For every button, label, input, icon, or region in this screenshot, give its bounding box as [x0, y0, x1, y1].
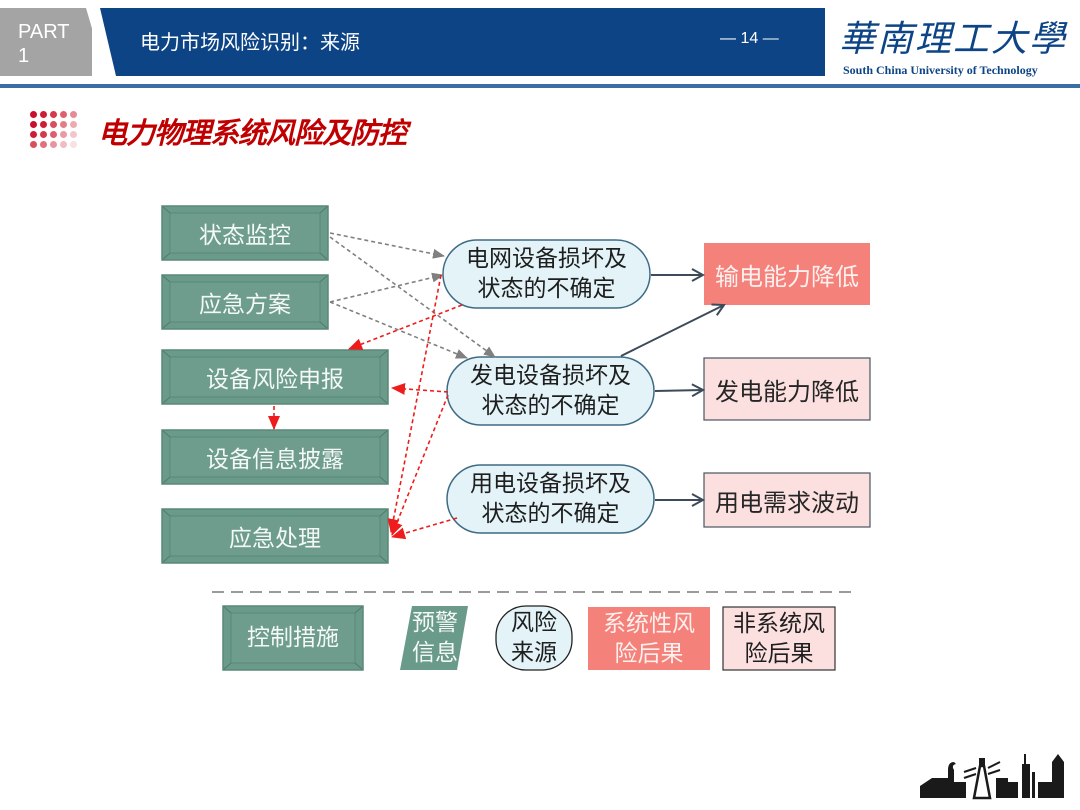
legend-warning-line2: 信息	[412, 640, 458, 666]
legend-source-line2: 来源	[511, 640, 557, 666]
result-label-trans: 输电能力降低	[715, 262, 859, 291]
legend-source-label: 风险 来源	[496, 606, 572, 670]
result-label-demand: 用电需求波动	[715, 488, 859, 517]
legend-nonsystemic-label: 非系统风 险后果	[723, 607, 835, 670]
control-edges	[329, 232, 496, 359]
source-label-load: 用电设备损坏及 状态的不确定	[447, 465, 654, 533]
part-label: PART	[18, 21, 70, 43]
industrial-skyline-icon	[920, 754, 1064, 800]
control-label-handle: 应急处理	[229, 526, 321, 552]
legend-nonsystemic-line2: 险后果	[744, 640, 814, 667]
part-badge: PART 1	[0, 8, 92, 76]
legend-nonsystemic-line1: 非系统风	[733, 610, 825, 637]
source-load-line2: 状态的不确定	[481, 501, 620, 527]
source-grid-line1: 电网设备损坏及	[466, 246, 627, 272]
control-label-monitor: 状态监控	[199, 223, 291, 249]
result-box-demand	[703, 472, 871, 528]
logo-english: South China University of Technology	[843, 63, 1038, 77]
legend-control-shape	[222, 605, 364, 671]
legend-control-label: 控制措施	[247, 625, 339, 651]
legend-source-shape	[495, 605, 573, 671]
title-bar	[100, 8, 825, 76]
legend-systemic-shape	[588, 607, 710, 670]
source-oval-gen	[446, 356, 655, 426]
source-load-line1: 用电设备损坏及	[470, 471, 631, 497]
control-box-monitor	[161, 205, 329, 261]
legend-systemic-line2: 险后果	[614, 640, 684, 667]
warning-edges	[268, 274, 463, 540]
control-box-disclose	[161, 429, 389, 485]
control-box-report	[161, 349, 389, 405]
page-number: — 14 —	[720, 30, 779, 47]
part-number: 1	[18, 45, 30, 67]
legend-systemic-label: 系统性风 险后果	[588, 607, 710, 670]
header-title: 电力市场风险识别：来源	[140, 30, 360, 54]
control-box-plan	[161, 274, 329, 330]
source-label-gen: 发电设备损坏及 状态的不确定	[447, 357, 654, 425]
legend-warning-label: 预警 信息	[402, 606, 468, 670]
source-gen-line2: 状态的不确定	[481, 393, 620, 419]
control-label-report: 设备风险申报	[206, 367, 344, 393]
university-logo: 華南理工大學 South China University of Technol…	[835, 8, 1067, 78]
header-rule	[0, 84, 1080, 88]
result-box-trans	[704, 243, 870, 305]
control-label-plan: 应急方案	[199, 292, 291, 318]
slide-header: PART 1 电力市场风险识别：来源 — 14 — 華南理工大學 South C…	[0, 8, 1080, 78]
source-label-grid: 电网设备损坏及 状态的不确定	[443, 240, 650, 308]
source-grid-line2: 状态的不确定	[477, 276, 616, 302]
legend-source-line1: 风险	[511, 610, 557, 636]
result-edges	[620, 275, 724, 500]
legend-warning-shape	[400, 606, 468, 670]
control-box-handle	[161, 508, 389, 564]
source-gen-line1: 发电设备损坏及	[470, 363, 631, 389]
logo-chinese: 華南理工大學	[839, 19, 1068, 60]
legend-warning-line1: 预警	[412, 610, 458, 636]
control-label-disclose: 设备信息披露	[206, 447, 344, 473]
result-label-genc: 发电能力降低	[715, 377, 859, 406]
section-title: 电力物理系统风险及防控	[98, 116, 407, 150]
legend-systemic-line1: 系统性风	[603, 610, 695, 637]
legend-nonsystemic-shape	[722, 606, 836, 671]
result-box-genc	[703, 357, 871, 421]
source-oval-load	[446, 464, 655, 534]
